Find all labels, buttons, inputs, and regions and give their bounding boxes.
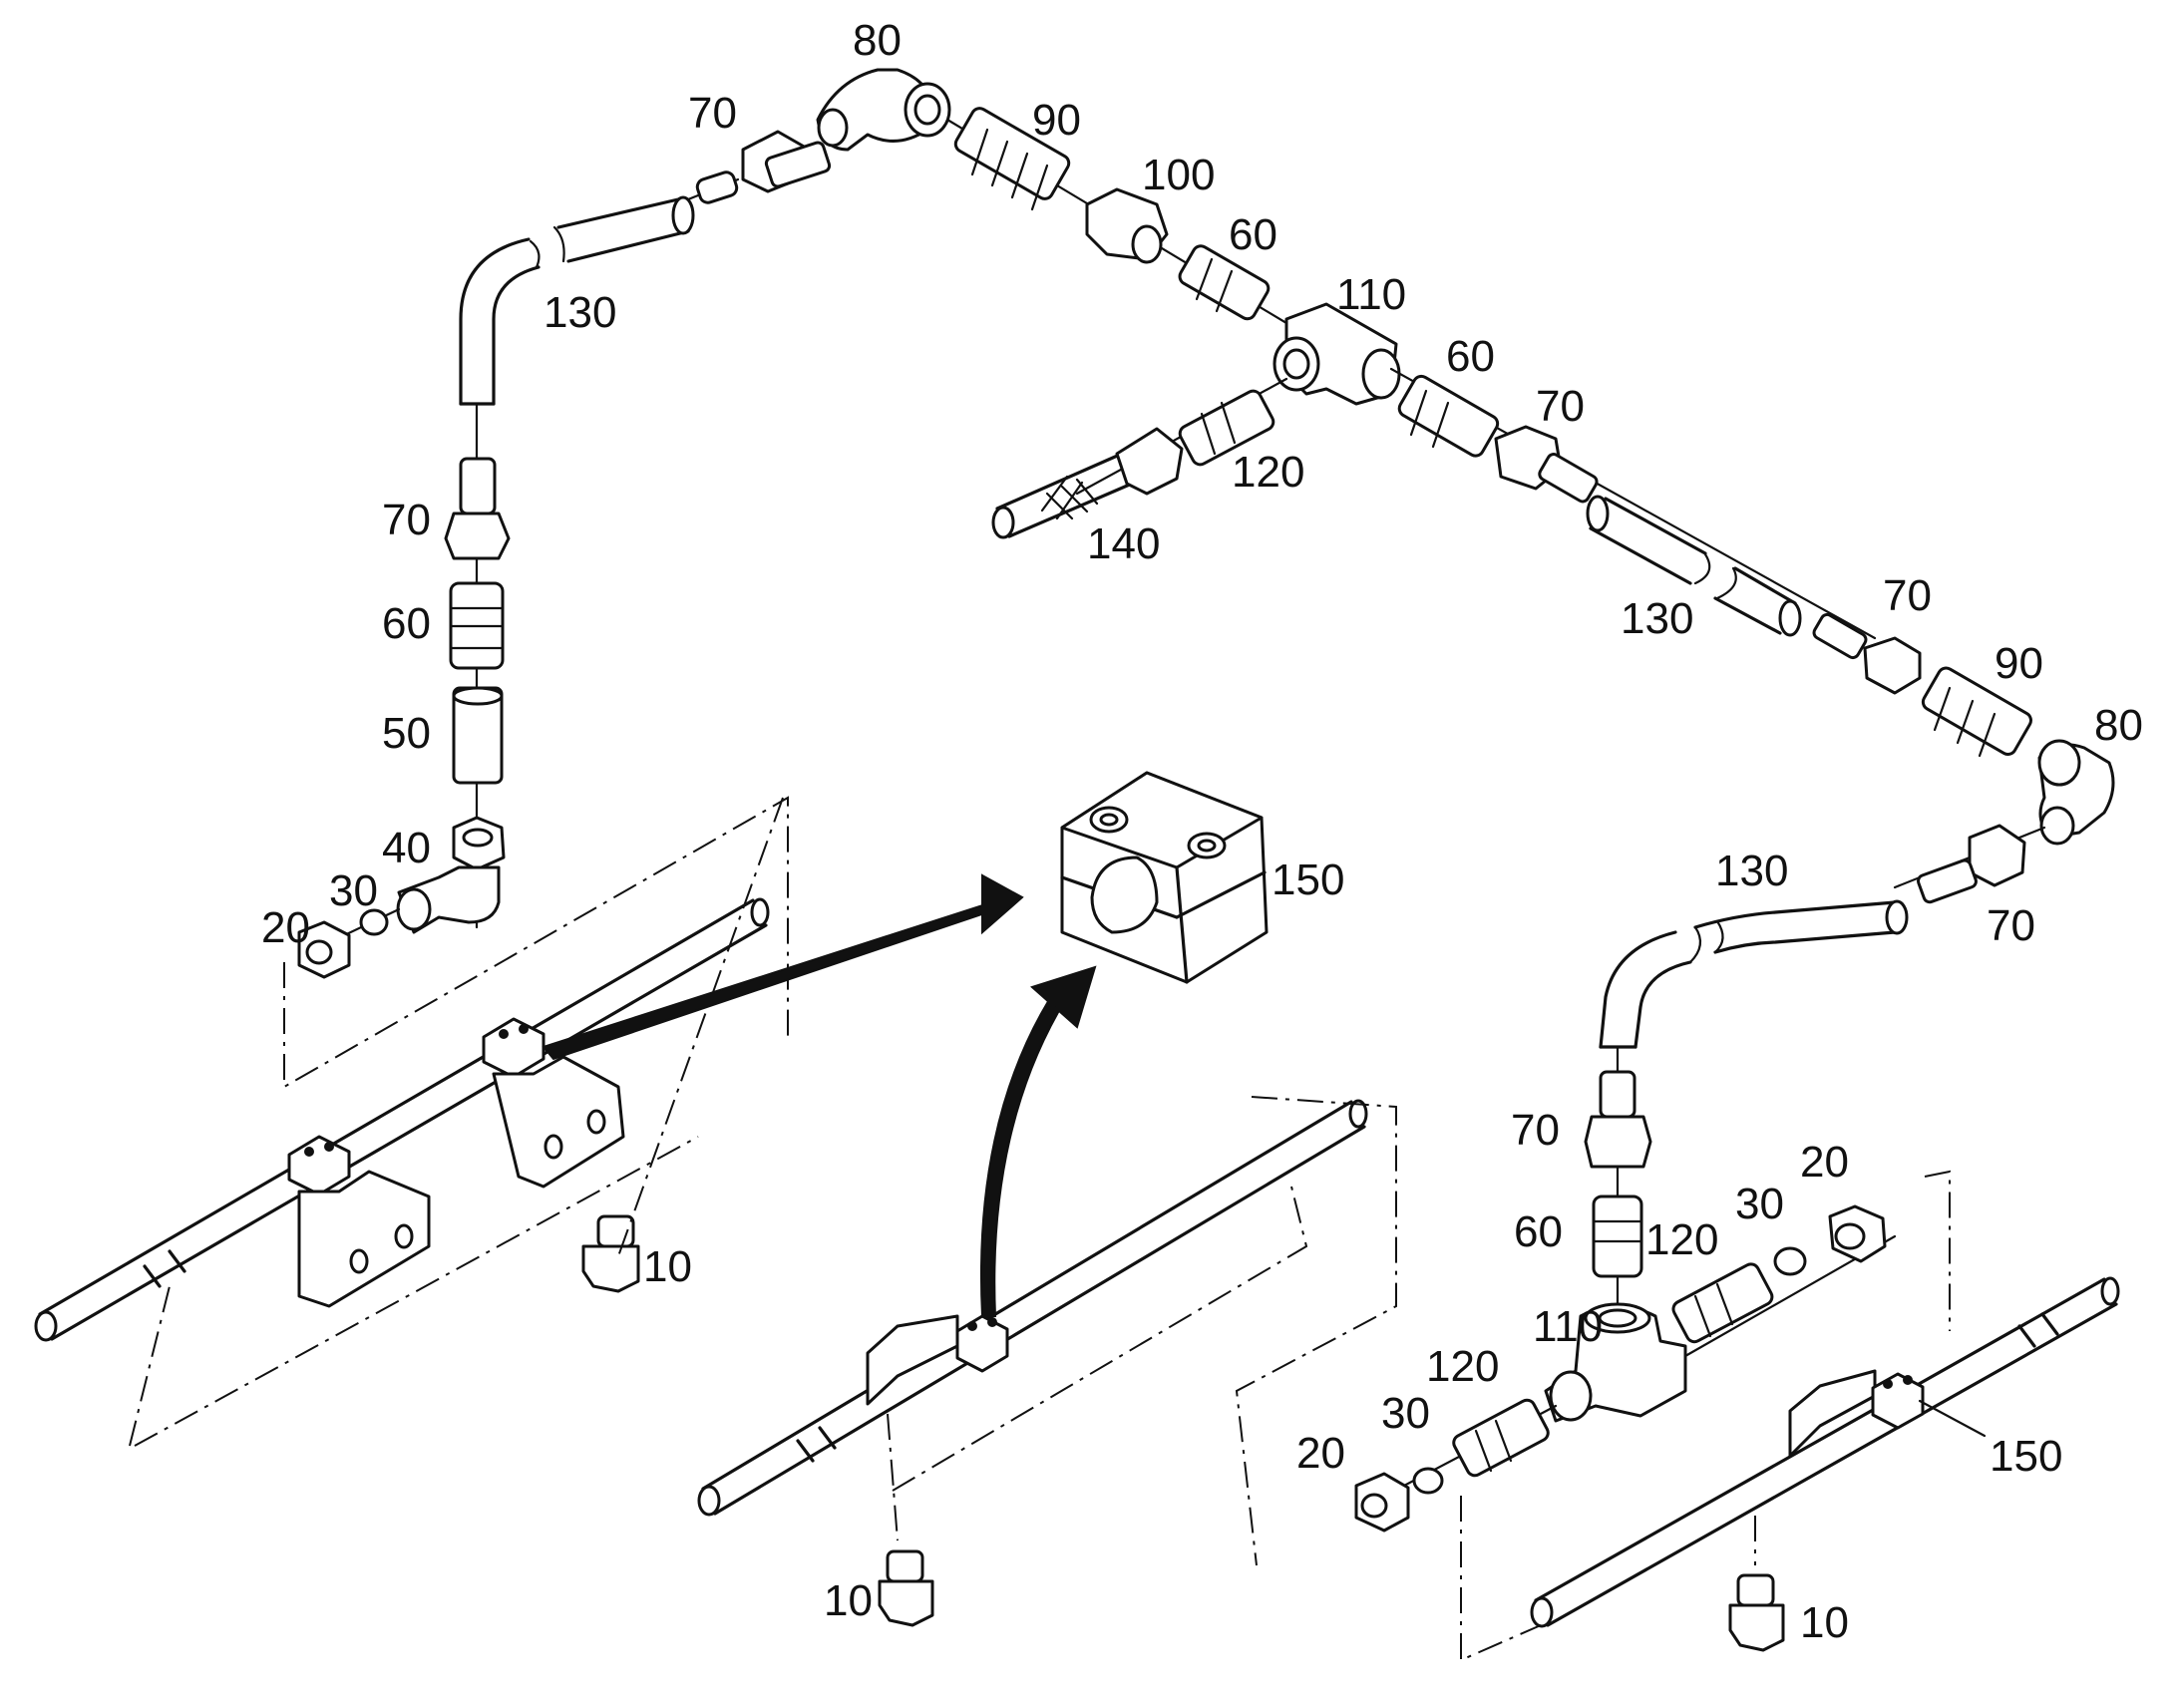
nut-100 — [1085, 187, 1169, 264]
ring-30-bottom — [1773, 1246, 1807, 1276]
label-40: 40 — [382, 824, 431, 872]
label-130-mid: 130 — [1621, 594, 1693, 643]
label-150-right: 150 — [1990, 1432, 2062, 1481]
arrow-to-150-upper — [542, 873, 1024, 1061]
label-110-top: 110 — [1336, 270, 1406, 319]
tee-110-bottom — [1544, 1302, 1687, 1423]
dashed-boundary-center — [887, 1096, 1397, 1566]
label-10-right: 10 — [1800, 1598, 1849, 1647]
nut-20-lower — [1354, 1472, 1410, 1533]
label-70-top: 70 — [688, 89, 737, 138]
label-70-mid: 70 — [1536, 382, 1585, 431]
nipple-60-top — [1178, 244, 1271, 321]
nut-20-left — [297, 920, 351, 979]
leader-150-right — [1918, 1399, 1987, 1438]
label-50: 50 — [382, 709, 431, 758]
label-60-top: 60 — [1229, 210, 1277, 259]
nipple-60-bottom — [1592, 1195, 1643, 1278]
label-30-left: 30 — [329, 866, 378, 915]
hose-130-right — [1599, 899, 1909, 1049]
elbow-40 — [396, 816, 506, 934]
clamp-block-150 — [1060, 771, 1269, 984]
nut-20-bottom — [1828, 1204, 1887, 1263]
nipple-90-right — [1921, 666, 2032, 758]
rail-right — [1530, 1276, 2120, 1628]
label-80-right: 80 — [2094, 701, 2143, 750]
label-120-lower: 120 — [1426, 1342, 1499, 1391]
rail-left — [34, 897, 770, 1342]
hose-140 — [991, 427, 1184, 539]
label-60-left: 60 — [382, 599, 431, 648]
fitting-70-left — [444, 457, 511, 560]
nipple-120-bottom — [1671, 1262, 1774, 1344]
label-70-left: 70 — [382, 496, 431, 544]
label-150-top: 150 — [1272, 855, 1344, 904]
clamp-left-b — [482, 1017, 625, 1189]
fitting-70-left-top — [695, 130, 832, 204]
clamp-center — [866, 1314, 1009, 1406]
nipple-120-top — [1178, 389, 1275, 467]
fitting-70-right — [1812, 612, 1922, 695]
label-30-bottom: 30 — [1735, 1180, 1784, 1228]
label-10-left: 10 — [643, 1242, 692, 1291]
ring-30-lower — [1412, 1467, 1444, 1495]
dashed-boundary-right — [1460, 1170, 1951, 1662]
label-60-mid: 60 — [1446, 332, 1495, 381]
label-130-right: 130 — [1715, 847, 1788, 895]
nipple-60-left — [449, 581, 505, 670]
nozzle-10-left — [581, 1214, 640, 1293]
ring-30-left — [359, 908, 389, 936]
label-120-bottom: 120 — [1645, 1215, 1718, 1264]
label-20-lower: 20 — [1296, 1429, 1345, 1478]
arrow-to-150-lower — [979, 965, 1097, 1317]
label-130-left: 130 — [544, 288, 616, 337]
label-90-right: 90 — [1995, 639, 2043, 688]
label-70-right: 70 — [1883, 571, 1932, 620]
part-labels: 80 70 90 100 60 110 130 60 70 120 140 70… — [261, 16, 2143, 1647]
label-60-bottom: 60 — [1514, 1207, 1563, 1256]
rail-center — [697, 1099, 1368, 1517]
label-140: 140 — [1087, 519, 1160, 568]
label-70-bottom: 70 — [1511, 1106, 1560, 1155]
label-90-top: 90 — [1032, 96, 1081, 145]
elbow-80-right — [2037, 739, 2115, 846]
label-10-center: 10 — [824, 1576, 873, 1625]
tee-110-top — [1272, 302, 1401, 406]
nipple-90-top — [953, 107, 1071, 211]
hose-130-left — [459, 195, 695, 406]
nozzle-10-center — [878, 1549, 934, 1627]
label-100: 100 — [1142, 151, 1215, 199]
label-80-top: 80 — [853, 16, 902, 65]
nipple-60-mid — [1397, 374, 1500, 458]
clamp-right — [1788, 1369, 1925, 1458]
elbow-80-top — [816, 68, 951, 152]
fitting-70-right-low — [1917, 824, 2026, 904]
label-20-bottom: 20 — [1800, 1138, 1849, 1187]
nozzle-10-right — [1728, 1573, 1785, 1652]
label-30-lower: 30 — [1381, 1389, 1430, 1438]
fitting-70-bottom — [1584, 1070, 1652, 1169]
dashed-boundary-left — [129, 796, 789, 1447]
clamp-left-a — [287, 1135, 431, 1308]
label-20-left: 20 — [261, 903, 310, 952]
label-120-top: 120 — [1232, 448, 1304, 497]
label-110-bottom: 110 — [1533, 1302, 1603, 1351]
fitting-70-mid — [1494, 425, 1599, 504]
label-70-right-low: 70 — [1987, 901, 2035, 950]
nipple-120-lower — [1452, 1398, 1550, 1478]
coupler-50 — [452, 686, 504, 785]
hose-130-mid — [1586, 495, 1802, 637]
